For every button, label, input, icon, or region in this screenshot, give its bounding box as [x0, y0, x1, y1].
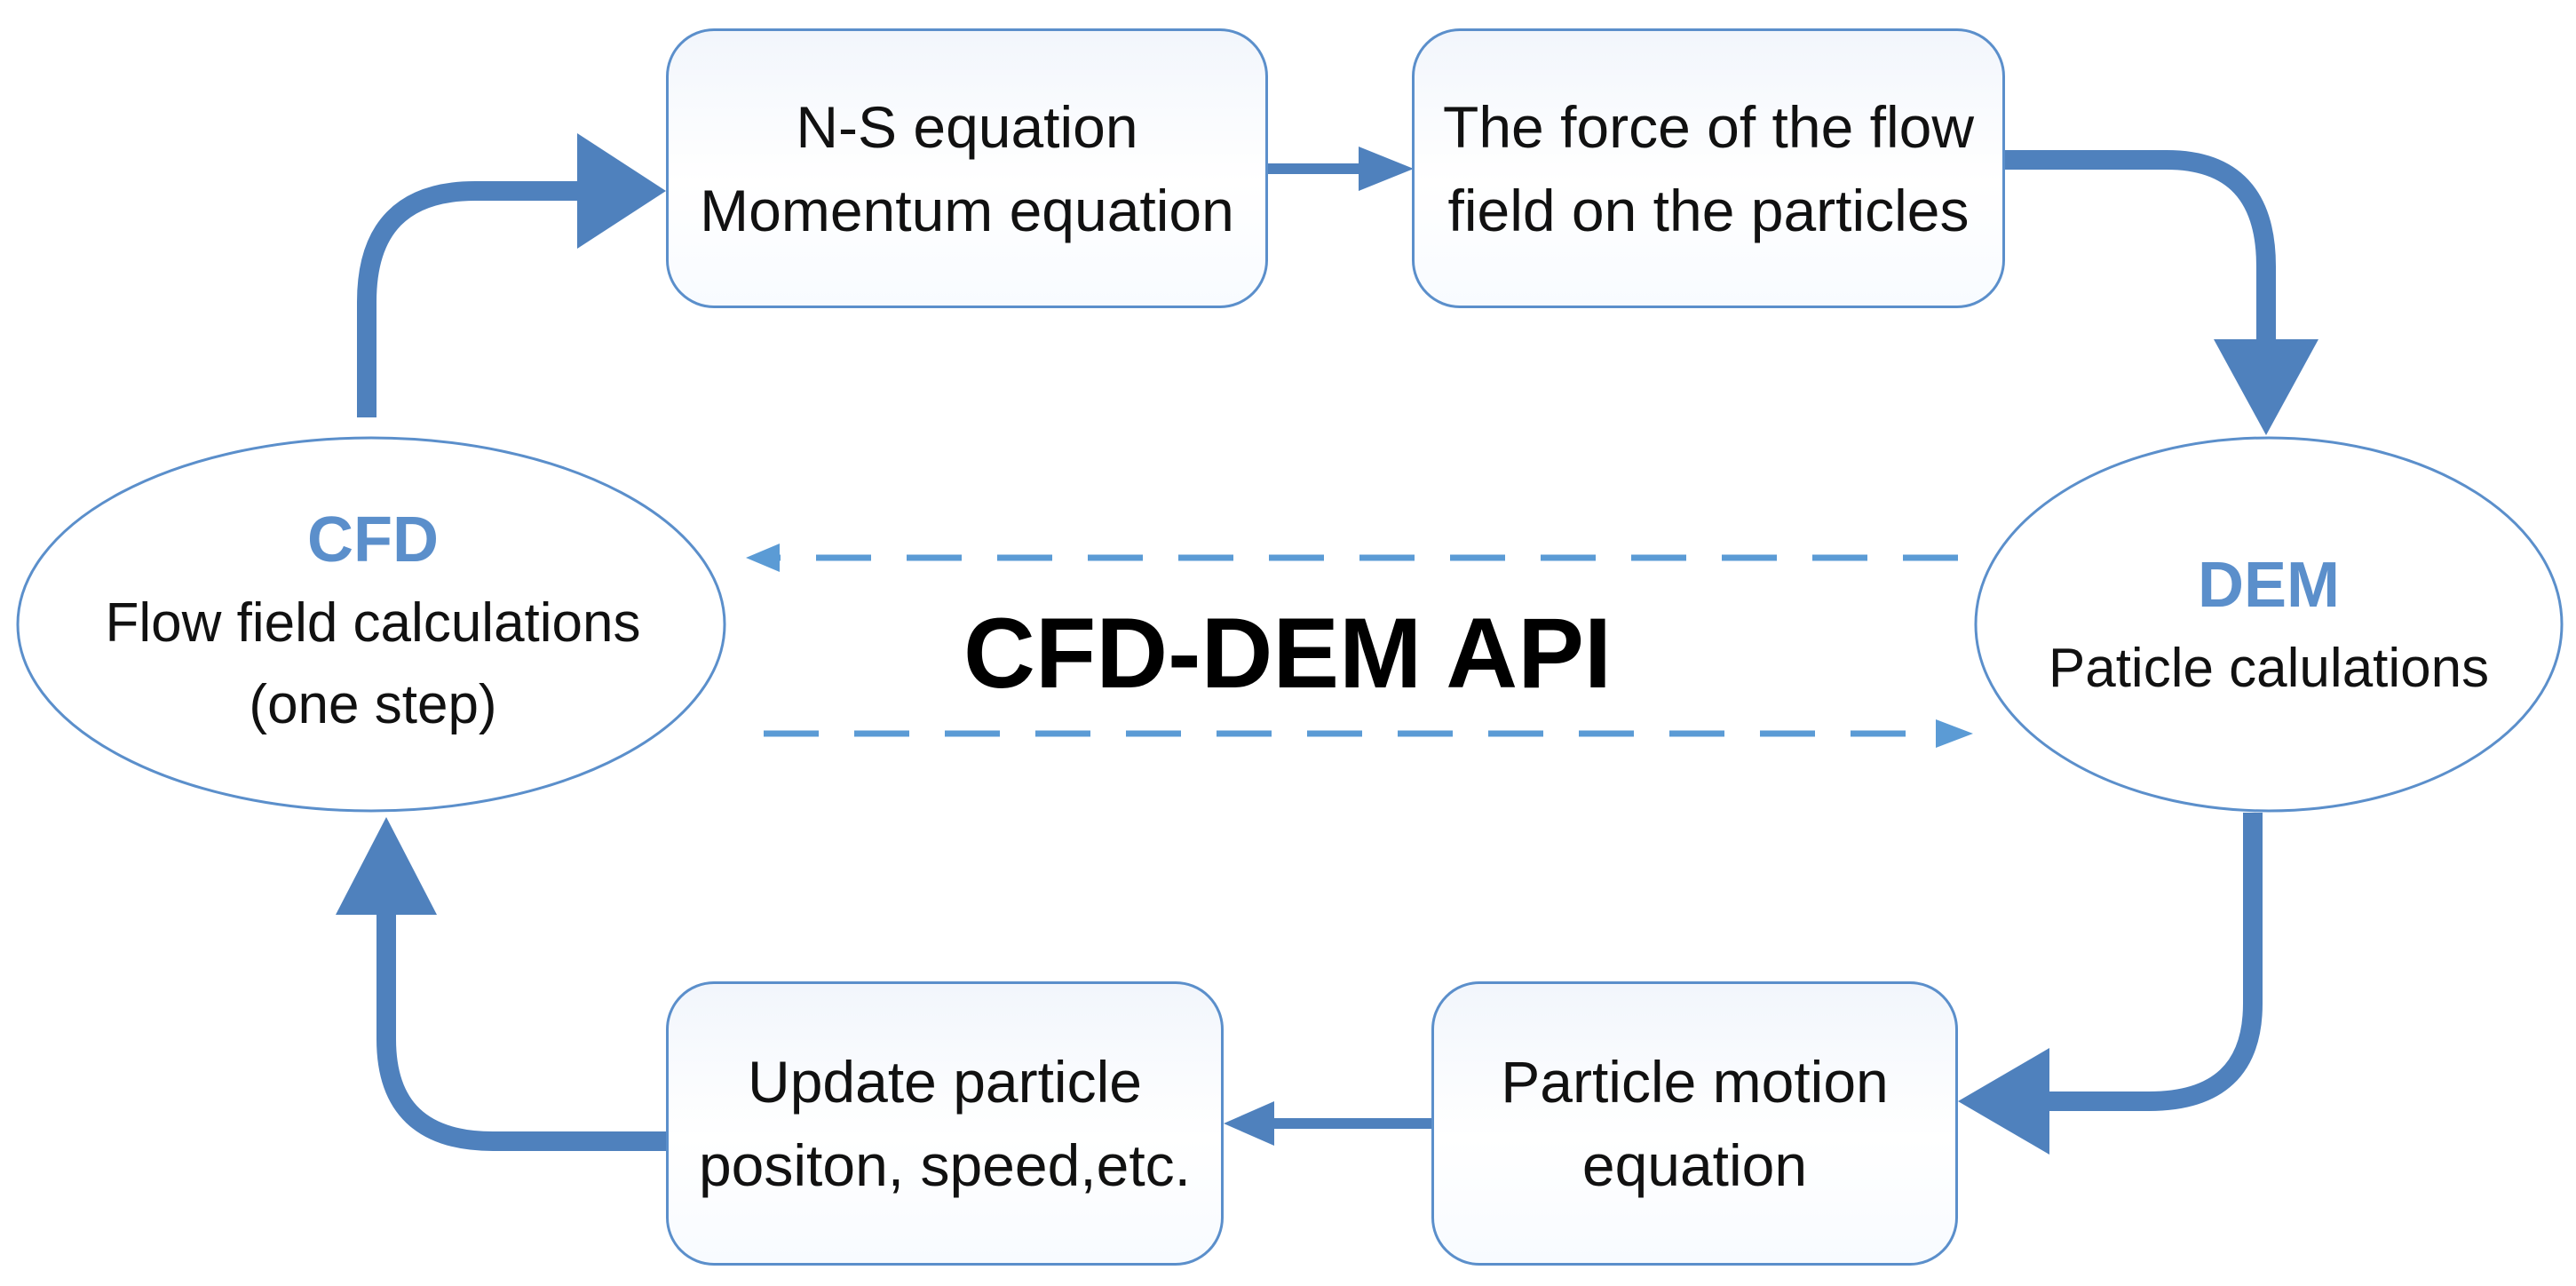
- arrowhead-cfd-to-ns: [577, 133, 666, 249]
- arrowhead-force-to-dem: [2214, 339, 2318, 435]
- ns-box-line2: Momentum equation: [700, 177, 1234, 243]
- arrowhead-update-to-cfd: [336, 817, 437, 915]
- cfd-title: CFD: [307, 504, 439, 576]
- motion-box-line2: equation: [1581, 1132, 1808, 1198]
- connector-update-to-cfd: [376, 915, 666, 1151]
- dem-line1: Paticle calulations: [2048, 638, 2490, 699]
- force-box-line1: The force of the flow: [1443, 93, 1974, 160]
- api-arrowhead-cfd-to-dem: [1936, 719, 1973, 748]
- arrowhead-dem-to-motion: [1958, 1048, 2049, 1155]
- ns-box-line1: N-S equation: [796, 93, 1138, 160]
- api-arrowhead-dem-to-cfd: [746, 544, 780, 572]
- connector-cfd-to-ns: [357, 181, 577, 417]
- connector-dem-to-motion: [2049, 813, 2263, 1111]
- dem-ellipse: [1974, 436, 2564, 813]
- motion-box-line1: Particle motion: [1501, 1049, 1889, 1115]
- cfd-label-group: CFD Flow field calculations (one step): [36, 480, 710, 764]
- particle-motion-box: Particle motion equation: [1431, 981, 1958, 1266]
- force-box-line2: field on the particles: [1447, 177, 1970, 243]
- cfd-line1: Flow field calculations: [105, 592, 641, 654]
- cfd-dem-api-label: CFD-DEM API: [963, 597, 1613, 709]
- ns-momentum-box: N-S equation Momentum equation: [666, 28, 1268, 308]
- dem-label-group: DEM Paticle calulations: [1989, 524, 2548, 728]
- connector-force-to-dem: [2002, 150, 2276, 339]
- update-box-line2: positon, speed,etc.: [698, 1132, 1192, 1198]
- arrowhead-motion-to-update: [1224, 1101, 1274, 1146]
- dem-title: DEM: [2198, 550, 2340, 621]
- flow-force-box: The force of the flow field on the parti…: [1412, 28, 2005, 308]
- arrowhead-ns-to-force: [1359, 147, 1414, 191]
- cfd-line2: (one step): [249, 674, 497, 735]
- cfd-ellipse: [16, 436, 726, 813]
- update-box-line1: Update particle: [748, 1049, 1142, 1115]
- update-particle-box: Update particle positon, speed,etc.: [666, 981, 1224, 1266]
